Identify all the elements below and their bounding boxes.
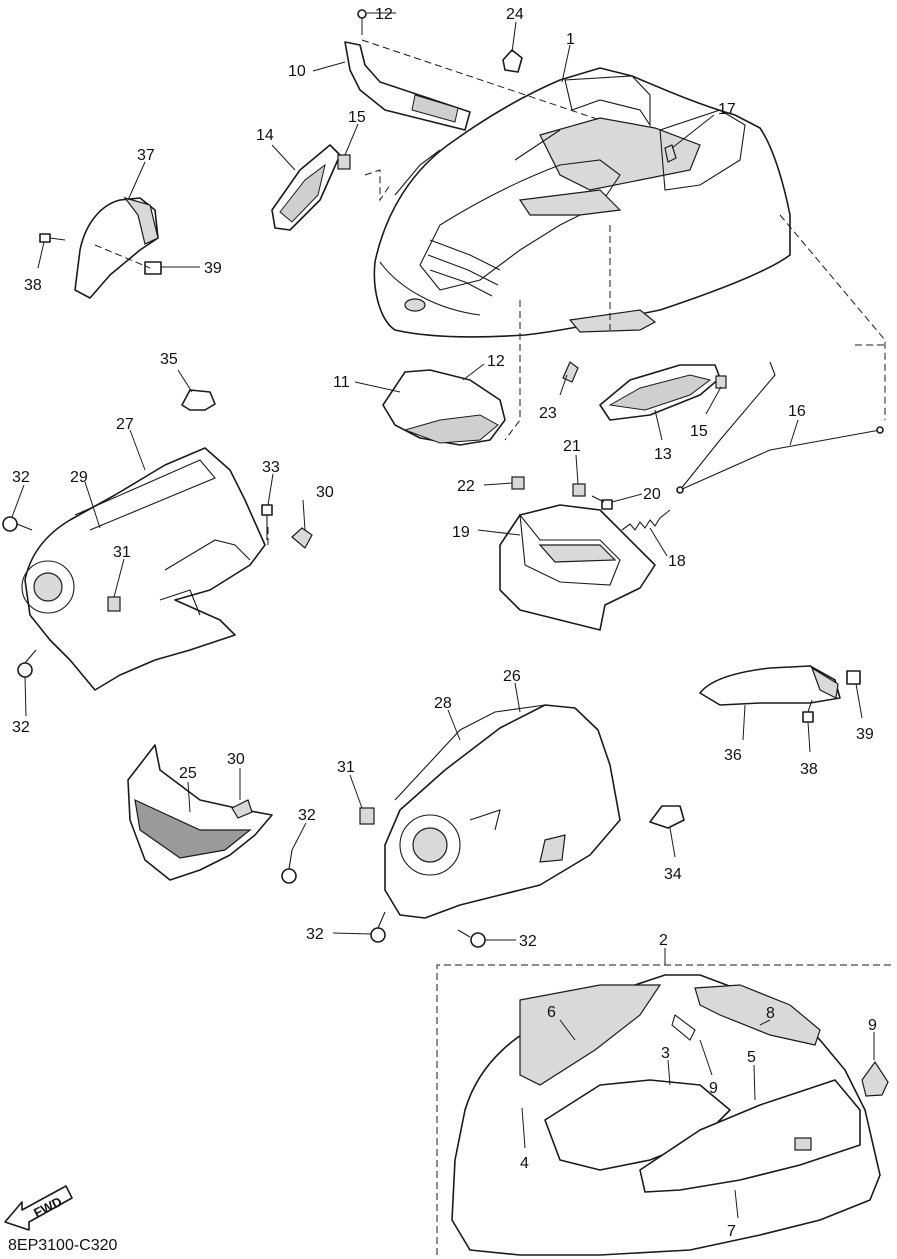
callout-9-left: 9 <box>709 1080 718 1097</box>
bolt-part-33[interactable] <box>261 504 273 540</box>
callout-19: 19 <box>452 524 470 541</box>
clip-part-15-right[interactable] <box>715 375 727 389</box>
callout-22: 22 <box>457 478 475 495</box>
callout-32-a: 32 <box>12 469 30 486</box>
callout-17: 17 <box>718 101 736 118</box>
callout-18: 18 <box>668 553 686 570</box>
callout-12-mid: 12 <box>487 353 505 370</box>
callout-28: 28 <box>434 695 452 712</box>
tray-part-19[interactable] <box>499 504 656 631</box>
bracket-part-10[interactable] <box>344 41 471 131</box>
callout-10: 10 <box>288 63 306 80</box>
callout-23: 23 <box>539 405 557 422</box>
callout-38-left: 38 <box>24 277 42 294</box>
callout-2: 2 <box>659 932 668 949</box>
duct-part-14[interactable] <box>271 144 341 231</box>
callout-12-top: 12 <box>375 6 393 23</box>
grommet-part-39-left[interactable] <box>144 261 162 275</box>
fwd-label: FWD <box>31 1194 64 1221</box>
callout-25: 25 <box>179 765 197 782</box>
grille-part-13[interactable] <box>599 364 721 421</box>
callout-27: 27 <box>116 416 134 433</box>
assembly-lines <box>94 39 886 545</box>
callout-33: 33 <box>262 459 280 476</box>
callout-39-left: 39 <box>204 260 222 277</box>
callout-31-right: 31 <box>337 759 355 776</box>
panel-part-27[interactable] <box>21 447 266 691</box>
bolt-part-32-b[interactable] <box>17 649 37 678</box>
nut-part-22[interactable] <box>511 476 525 490</box>
spring-part-18[interactable] <box>621 509 671 531</box>
nut-part-31-right[interactable] <box>359 807 375 825</box>
fairing-part-2[interactable] <box>451 974 881 1256</box>
callout-4: 4 <box>520 1155 529 1172</box>
callout-13: 13 <box>654 446 672 463</box>
fastener-part-17[interactable] <box>664 144 677 163</box>
duct-part-11[interactable] <box>382 369 506 446</box>
clip-part-34[interactable] <box>649 805 685 829</box>
cover-part-26[interactable] <box>384 704 621 919</box>
callout-15-top: 15 <box>348 109 366 126</box>
assembly-box-part-2 <box>436 964 895 1255</box>
bolt-part-32-a[interactable] <box>2 516 33 532</box>
callout-6: 6 <box>547 1004 556 1021</box>
clip-part-24[interactable] <box>502 49 523 73</box>
callout-32-e: 32 <box>519 933 537 950</box>
nut-part-21[interactable] <box>572 483 586 497</box>
bolt-part-32-e[interactable] <box>457 929 486 948</box>
nut-part-30[interactable] <box>291 527 313 549</box>
forward-direction-arrow: FWD <box>4 1185 73 1231</box>
callout-34: 34 <box>664 866 682 883</box>
clip-part-15[interactable] <box>337 154 351 170</box>
callout-21: 21 <box>563 438 581 455</box>
callout-29: 29 <box>70 469 88 486</box>
callout-36: 36 <box>724 747 742 764</box>
diagram-code: 8EP3100-C320 <box>8 1237 118 1254</box>
callout-labels: 1 2 3 4 5 6 7 8 9 9 10 11 12 12 13 14 15… <box>11 6 877 1240</box>
callout-3: 3 <box>661 1045 670 1062</box>
hood-part-1[interactable] <box>373 67 791 338</box>
callout-11: 11 <box>333 374 350 391</box>
bolt-part-32-d[interactable] <box>370 911 386 943</box>
callout-9-right: 9 <box>868 1017 877 1034</box>
callout-14: 14 <box>256 127 274 144</box>
bolt-part-32-c[interactable] <box>281 849 297 884</box>
callout-37: 37 <box>137 147 155 164</box>
cover-part-25[interactable] <box>127 744 273 881</box>
callout-32-c: 32 <box>298 807 316 824</box>
callout-8: 8 <box>766 1005 775 1022</box>
clip-part-9-right[interactable] <box>861 1060 889 1097</box>
callout-15-right: 15 <box>690 423 708 440</box>
callout-31-left: 31 <box>113 544 131 561</box>
screw-part-20[interactable] <box>591 495 613 510</box>
screw-part-12[interactable] <box>357 9 367 35</box>
callout-1: 1 <box>566 31 575 48</box>
cable-part-16[interactable] <box>676 361 884 494</box>
callout-7: 7 <box>727 1223 736 1240</box>
cover-part-37[interactable] <box>74 196 159 299</box>
callout-39-right: 39 <box>856 726 874 743</box>
bolt-part-38-left[interactable] <box>39 233 66 243</box>
grommet-part-39-right[interactable] <box>846 670 861 685</box>
cover-part-36[interactable] <box>699 665 841 706</box>
callout-32-d: 32 <box>306 926 324 943</box>
callout-35: 35 <box>160 351 178 368</box>
callout-32-b: 32 <box>12 719 30 736</box>
callout-38-right: 38 <box>800 761 818 778</box>
callout-30-left: 30 <box>316 484 334 501</box>
bracket-part-35[interactable] <box>181 389 216 411</box>
callout-26: 26 <box>503 668 521 685</box>
callout-16: 16 <box>788 403 806 420</box>
callout-24: 24 <box>506 6 524 23</box>
callout-5: 5 <box>747 1049 756 1066</box>
callout-30-lower: 30 <box>227 751 245 768</box>
callout-20: 20 <box>643 486 661 503</box>
